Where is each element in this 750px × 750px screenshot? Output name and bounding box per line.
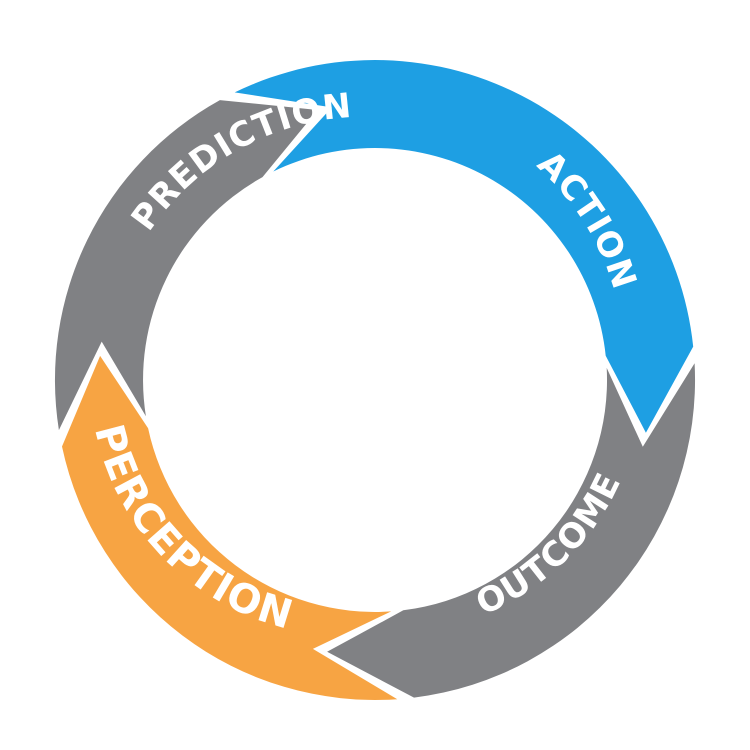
labels-layer: PREDICTION ACTION OUTCOME PERCEPTION	[85, 86, 643, 639]
outcome-segment	[327, 363, 696, 698]
perception-segment	[62, 355, 398, 700]
segments-layer	[54, 60, 696, 700]
prediction-segment	[54, 100, 318, 431]
action-segment	[234, 60, 694, 433]
